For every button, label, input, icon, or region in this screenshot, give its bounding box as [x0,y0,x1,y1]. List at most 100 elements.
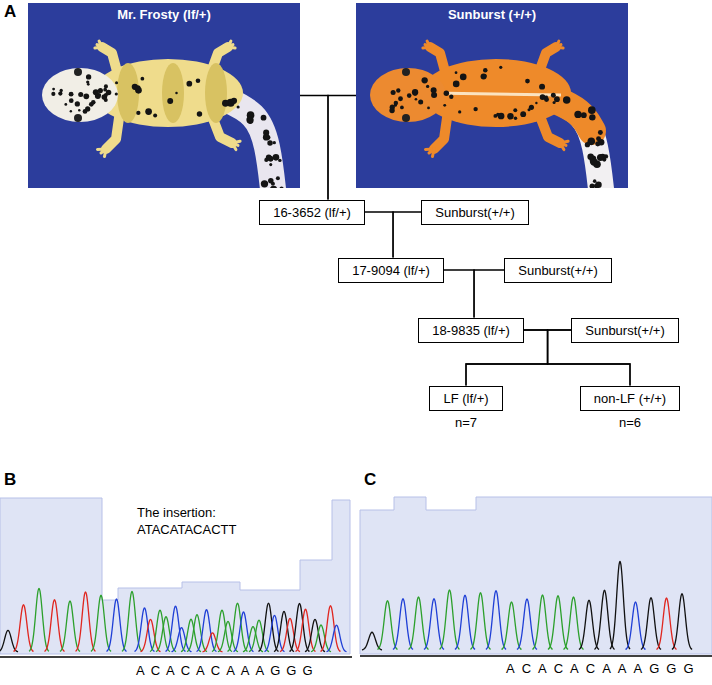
insertion-sequence: ATACATACACTT [137,522,236,537]
gecko-spot [153,114,157,118]
trace-peak [486,591,506,650]
trace-peak [672,594,692,650]
gecko-spot [51,92,55,96]
insertion-label: The insertion: [137,505,216,520]
pedigree-line [393,212,421,258]
gecko-head [370,68,446,122]
gecko-spot [595,141,600,146]
trace-peak [564,597,584,650]
gecko-spot [83,93,89,99]
gecko-spot [412,89,418,95]
panel-label: A [4,2,16,22]
gecko-spot [58,91,62,95]
trace-peak [595,590,615,649]
pedigree-box: non-LF (+/+)n=6 [580,386,680,411]
trace-peak [203,633,223,652]
gecko-spot [115,92,118,95]
gecko-spot [197,111,202,116]
trace-peak [327,625,347,652]
trace-peak [471,593,491,650]
trace-peak [533,595,553,649]
gecko-spot [563,96,570,103]
gecko-spot [70,110,72,112]
gecko-spot [279,186,283,188]
gecko-spot [481,73,487,79]
trace-peak [280,618,300,651]
gecko-spot [268,156,274,162]
gecko-spot [483,68,488,73]
gecko-eye [402,114,410,122]
trace-peak [502,602,522,650]
pedigree-box: 17-9094 (lf/+) [338,258,444,283]
trace-peak [45,600,65,652]
gecko-spot [545,95,548,98]
gecko-spot [415,98,418,101]
gecko-spot [407,93,412,98]
gecko-spot [222,100,229,107]
gecko-spot [91,100,96,105]
pedigree-line [328,96,356,200]
gecko-head [42,68,118,122]
trace-peak [107,599,127,652]
gecko-spot [186,81,192,87]
pedigree-box: Sunburst(+/+) [421,200,529,225]
trace-peak [579,600,599,649]
gecko-spot [278,159,281,162]
gecko-spot [78,92,83,97]
gecko-spot [529,105,534,110]
gecko-spot [427,106,430,109]
gecko-spot [86,74,91,79]
gecko-spot [525,79,530,84]
trace-peak [548,596,568,650]
count-label: n=6 [619,415,641,430]
pedigree-box: Sunburst(+/+) [504,258,612,283]
pedigree-line [365,212,393,258]
trace-peak [409,597,429,650]
gecko-spot [588,106,596,114]
gecko-spot [270,186,277,188]
box-label: non-LF (+/+) [594,391,666,406]
trace-peak [311,625,331,652]
gecko-spot [585,142,590,147]
trace-peak [249,620,269,652]
gecko-spot [535,102,537,104]
gecko-spot [273,141,276,144]
gecko-eye [74,68,82,76]
trace-peak [243,627,263,652]
gecko-spot [422,77,428,83]
gecko-spot [595,182,601,188]
box-label: Sunburst(+/+) [435,205,515,220]
gecko-spot [593,179,597,183]
gecko-spot [167,98,173,104]
gecko-body [93,59,243,127]
gecko-spot [598,130,603,135]
trace-peak [517,599,537,650]
gecko-toe [560,141,568,143]
trace-b [0,588,347,651]
trace-peak [440,590,460,650]
gecko-spot [539,84,545,90]
photo-panel: Mr. Frosty (lf/+) [28,3,300,188]
panel-label: C [364,470,376,490]
gecko-spot [496,113,500,117]
pedigree-box: Sunburst(+/+) [571,318,679,343]
box-label: Sunburst(+/+) [585,323,665,338]
box-label: Sunburst(+/+) [518,263,598,278]
gecko-spot [587,154,593,160]
gecko-band [162,63,184,123]
gecko-spot [455,71,458,74]
trace-peak [14,605,34,652]
pedigree-line [444,270,474,318]
gecko-spot [145,108,152,115]
gecko-spot [86,80,89,83]
baseline [360,655,712,657]
gecko-toe [433,149,435,157]
trace-peak [172,628,192,652]
gecko-spot [175,92,178,95]
gecko-toe [228,41,231,47]
gecko-spot [276,176,280,180]
gecko-spot [514,116,517,119]
gecko-spot [247,118,253,124]
